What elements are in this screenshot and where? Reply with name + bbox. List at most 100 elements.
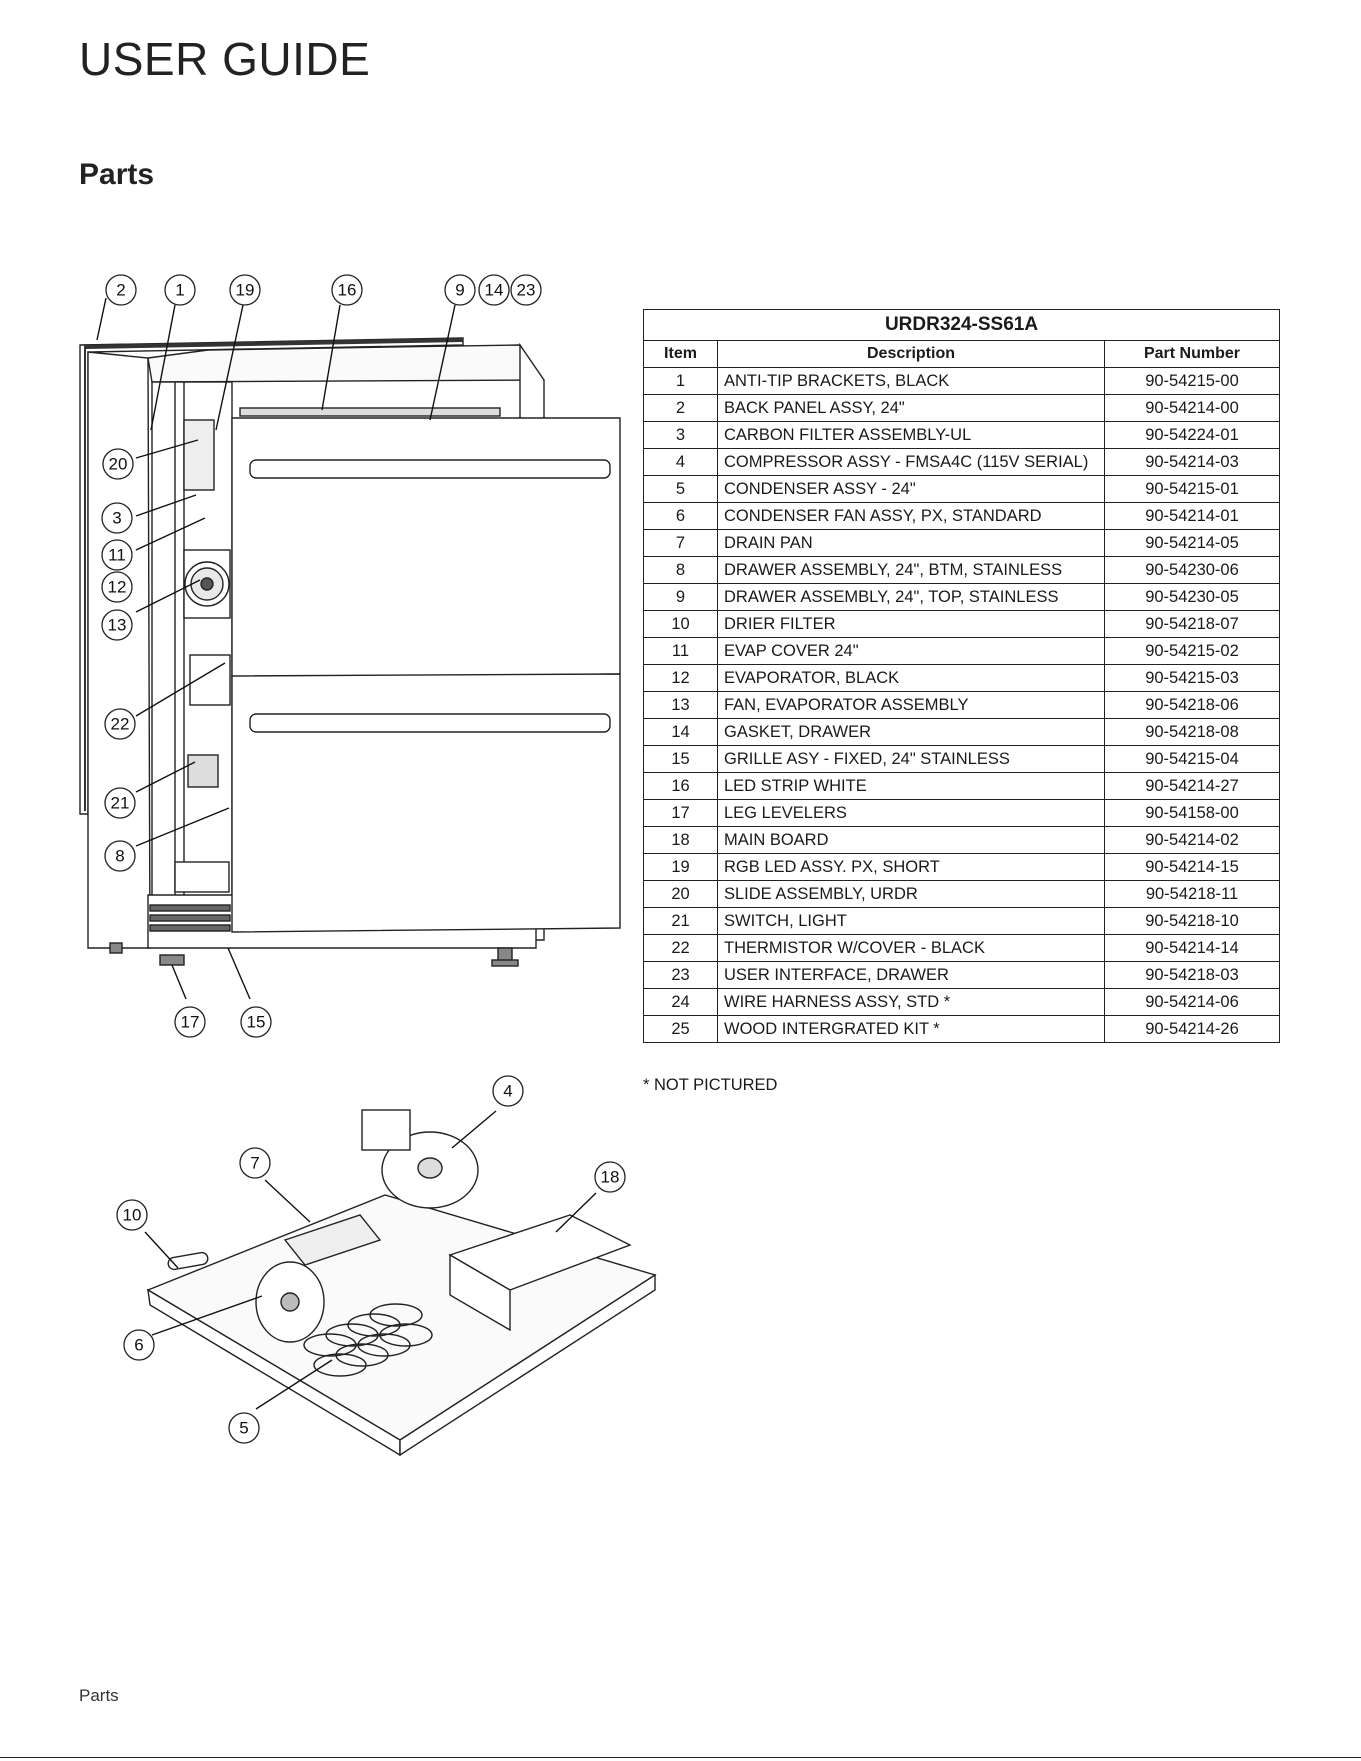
callout-10: 10 [116,1199,148,1231]
row-item-number: 1 [643,367,718,395]
row-item-number: 6 [643,502,718,530]
row-part-number: 90-54218-11 [1104,880,1280,908]
svg-text:13: 13 [108,616,127,635]
svg-text:7: 7 [250,1154,259,1173]
row-description: THERMISTOR W/COVER - BLACK [717,934,1105,962]
row-part-number: 90-54214-14 [1104,934,1280,962]
callout-7: 7 [239,1147,271,1179]
row-part-number: 90-54215-00 [1104,367,1280,395]
row-item-number: 2 [643,394,718,422]
row-description: EVAPORATOR, BLACK [717,664,1105,692]
row-item-number: 7 [643,529,718,557]
row-item-number: 12 [643,664,718,692]
callout-15: 15 [240,1006,272,1038]
row-item-number: 11 [643,637,718,665]
row-description: DRIER FILTER [717,610,1105,638]
row-part-number: 90-54218-10 [1104,907,1280,935]
callout-23: 23 [510,274,542,306]
svg-text:21: 21 [111,794,130,813]
row-description: FAN, EVAPORATOR ASSEMBLY [717,691,1105,719]
svg-text:14: 14 [485,281,504,300]
row-description: SLIDE ASSEMBLY, URDR [717,880,1105,908]
parts-table: URDR324-SS61A Item Description Part Numb… [643,309,1280,1043]
row-description: ANTI-TIP BRACKETS, BLACK [717,367,1105,395]
row-description: CONDENSER ASSY - 24" [717,475,1105,503]
svg-text:15: 15 [247,1013,266,1032]
row-item-number: 23 [643,961,718,989]
row-description: DRAWER ASSEMBLY, 24", TOP, STAINLESS [717,583,1105,611]
row-item-number: 9 [643,583,718,611]
callout-13: 13 [101,609,133,641]
footer-section-label: Parts [79,1686,119,1705]
svg-text:6: 6 [134,1336,143,1355]
row-part-number: 90-54214-27 [1104,772,1280,800]
row-item-number: 4 [643,448,718,476]
callout-20: 20 [102,448,134,480]
row-description: SWITCH, LIGHT [717,907,1105,935]
callout-4: 4 [492,1075,524,1107]
column-header-description: Description [717,340,1105,368]
callout-5: 5 [228,1412,260,1444]
svg-text:17: 17 [181,1013,200,1032]
row-item-number: 10 [643,610,718,638]
svg-text:16: 16 [338,281,357,300]
callout-17: 17 [174,1006,206,1038]
row-item-number: 17 [643,799,718,827]
callout-2: 2 [105,274,137,306]
column-header-part-number: Part Number [1104,340,1280,368]
row-description: EVAP COVER 24" [717,637,1105,665]
callout-1: 1 [164,274,196,306]
row-part-number: 90-54214-01 [1104,502,1280,530]
callout-12: 12 [101,571,133,603]
row-item-number: 15 [643,745,718,773]
row-description: RGB LED ASSY. PX, SHORT [717,853,1105,881]
row-part-number: 90-54218-03 [1104,961,1280,989]
row-item-number: 13 [643,691,718,719]
svg-text:10: 10 [123,1206,142,1225]
callout-18: 18 [594,1161,626,1193]
leader-lines-bottom [144,1110,597,1410]
row-item-number: 14 [643,718,718,746]
svg-text:4: 4 [503,1082,512,1101]
callout-19: 19 [229,274,261,306]
row-item-number: 24 [643,988,718,1016]
row-description: GASKET, DRAWER [717,718,1105,746]
row-item-number: 22 [643,934,718,962]
svg-text:5: 5 [239,1419,248,1438]
row-item-number: 18 [643,826,718,854]
row-part-number: 90-54215-03 [1104,664,1280,692]
callout-9: 9 [444,274,476,306]
not-pictured-note: * NOT PICTURED [643,1076,778,1094]
row-description: COMPRESSOR ASSY - FMSA4C (115V SERIAL) [717,448,1105,476]
cabinet-illustration [79,337,621,967]
row-description: GRILLE ASY - FIXED, 24" STAINLESS [717,745,1105,773]
row-item-number: 20 [643,880,718,908]
footer-divider [0,1757,1361,1758]
svg-text:2: 2 [116,281,125,300]
row-item-number: 8 [643,556,718,584]
row-part-number: 90-54224-01 [1104,421,1280,449]
row-part-number: 90-54214-00 [1104,394,1280,422]
row-description: DRAWER ASSEMBLY, 24", BTM, STAINLESS [717,556,1105,584]
base-assembly-illustration [146,1109,657,1457]
row-description: CONDENSER FAN ASSY, PX, STANDARD [717,502,1105,530]
svg-text:19: 19 [236,281,255,300]
row-item-number: 19 [643,853,718,881]
svg-text:12: 12 [108,578,127,597]
